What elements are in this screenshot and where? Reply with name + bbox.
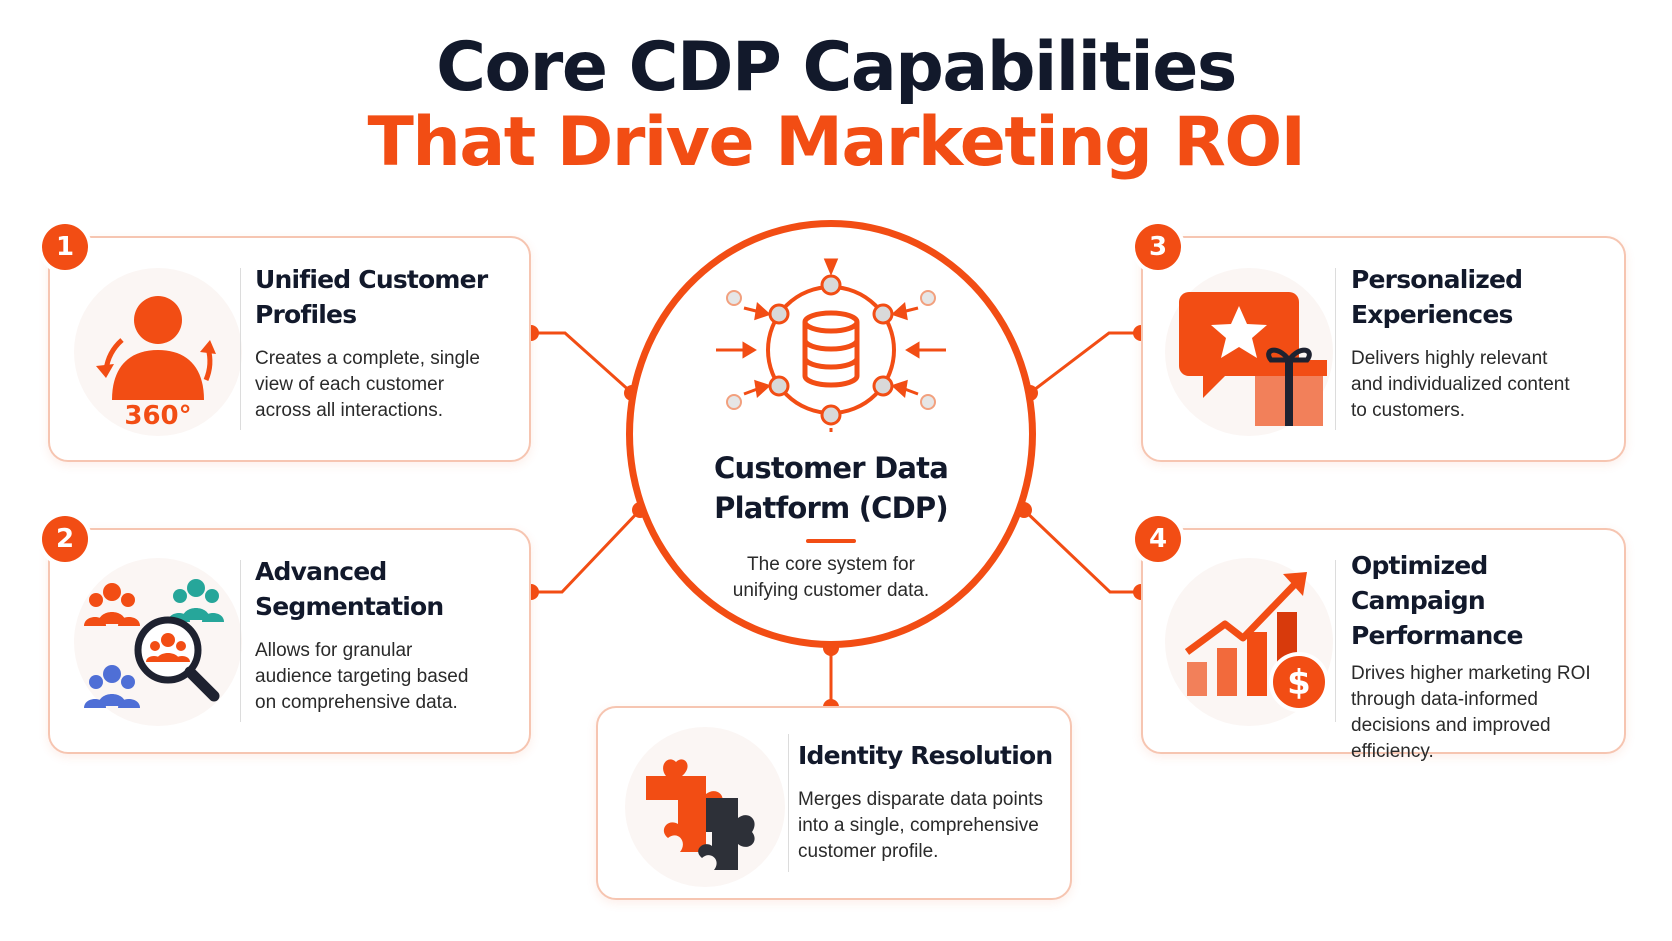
step-badge-3: 3 bbox=[1135, 224, 1181, 270]
cdp-title: Customer Data Platform (CDP) bbox=[714, 451, 949, 525]
capability-card-identity-resolution: Identity Resolution Merges disparate dat… bbox=[596, 706, 1072, 900]
page-title-line-1: Core CDP Capabilities bbox=[436, 28, 1237, 107]
capability-card-unified-profiles: 360° 1 Unified Customer Profiles Creates… bbox=[42, 224, 531, 462]
card-divider bbox=[240, 268, 241, 430]
step-badge-2: 2 bbox=[42, 516, 88, 562]
card-title-unified-profiles: Unified Customer Profiles bbox=[255, 265, 488, 329]
step-badge-1: 1 bbox=[42, 224, 88, 270]
card-divider bbox=[240, 560, 241, 722]
card-title-advanced-segmentation: Advanced Segmentation bbox=[255, 557, 444, 621]
card-title-identity-resolution: Identity Resolution bbox=[798, 741, 1053, 770]
card-title-personalized-experiences: Personalized Experiences bbox=[1351, 265, 1523, 329]
card-divider bbox=[1335, 560, 1336, 722]
data-hub-icon bbox=[716, 258, 946, 432]
card-divider bbox=[1335, 268, 1336, 430]
card-description-personalized-experiences: Delivers highly relevant and individuali… bbox=[1351, 348, 1570, 421]
capability-card-personalized-experiences: 3 Personalized Experiences Delivers high… bbox=[1135, 224, 1626, 462]
connector-card-2 bbox=[531, 508, 642, 594]
page-title-line-2: That Drive Marketing ROI bbox=[367, 103, 1306, 182]
card-description-unified-profiles: Creates a complete, single view of each … bbox=[255, 348, 480, 421]
card-divider bbox=[788, 734, 789, 872]
growth-chart-dollar-icon: $ bbox=[1165, 558, 1333, 726]
chat-star-gift-icon bbox=[1165, 268, 1333, 436]
card-description-identity-resolution: Merges disparate data points into a sing… bbox=[798, 789, 1044, 862]
card-description-advanced-segmentation: Allows for granular audience targeting b… bbox=[255, 640, 469, 713]
icon-label-dollar: $ bbox=[1287, 663, 1311, 703]
capability-card-advanced-segmentation: 2 Advanced Segmentation Allows for granu… bbox=[42, 516, 531, 754]
cdp-title-underline bbox=[806, 539, 856, 543]
card-description-optimized-campaign: Drives higher marketing ROI through data… bbox=[1351, 663, 1591, 762]
capability-card-optimized-campaign: $ 4 Optimized Campaign Performance Drive… bbox=[1135, 516, 1626, 762]
card-title-optimized-campaign: Optimized Campaign Performance bbox=[1351, 551, 1523, 650]
audience-segments-icon bbox=[74, 558, 242, 726]
puzzle-pieces-icon bbox=[625, 727, 785, 887]
connector-card-1 bbox=[531, 331, 634, 395]
cdp-subtitle: The core system for unifying customer da… bbox=[732, 554, 930, 601]
person-360-icon: 360° bbox=[74, 268, 242, 436]
icon-label-360: 360° bbox=[124, 401, 191, 431]
connector-card-3 bbox=[1029, 331, 1141, 395]
step-badge-4: 4 bbox=[1135, 516, 1181, 562]
connector-card-4 bbox=[1022, 508, 1141, 594]
